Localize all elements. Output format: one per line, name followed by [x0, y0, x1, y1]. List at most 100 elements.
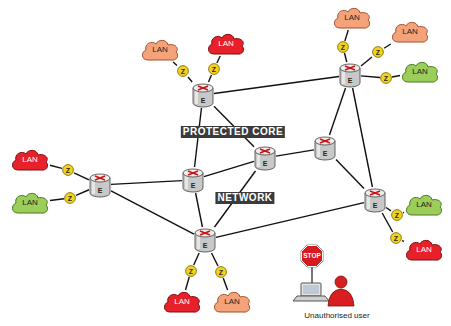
network-link — [214, 76, 339, 93]
network-link — [329, 88, 345, 135]
network-link — [50, 199, 64, 201]
encryptor-letter: Z — [219, 269, 223, 276]
lan-cloud: LAN — [390, 20, 430, 44]
encryptor-node: Z — [372, 46, 384, 58]
encryptor-node: Z — [64, 192, 76, 204]
lan-cloud: LAN — [332, 6, 372, 30]
encryptor-letter: Z — [341, 44, 345, 51]
network-link — [384, 44, 391, 48]
lan-label: LAN — [402, 28, 418, 36]
router-letter: E — [201, 97, 206, 104]
lan-label: LAN — [218, 40, 234, 48]
encryptor-letter: Z — [189, 268, 193, 275]
encryptor-letter: Z — [376, 49, 380, 56]
lan-cloud: LAN — [404, 238, 444, 262]
lan-cloud: LAN — [212, 290, 252, 314]
encryptor-letter: Z — [212, 66, 216, 73]
network-link — [74, 173, 89, 180]
lan-label: LAN — [22, 156, 38, 164]
router-node-outline — [182, 167, 204, 193]
lan-label: LAN — [224, 298, 240, 306]
encryptor-node: Z — [390, 232, 402, 244]
router-node-outline — [339, 62, 361, 88]
network-link — [185, 277, 189, 290]
network-link — [217, 56, 220, 63]
network-link — [345, 30, 348, 41]
network-link — [276, 150, 314, 156]
network-link — [111, 191, 194, 234]
network-title: NETWORK — [215, 192, 274, 204]
encryptor-letter: Z — [66, 167, 70, 174]
lan-cloud: LAN — [10, 148, 50, 172]
network-link — [204, 161, 254, 176]
router-node: E — [89, 172, 111, 198]
router-letter: E — [98, 187, 103, 194]
encryptor-node: Z — [177, 65, 189, 77]
router-node: E — [364, 187, 386, 213]
lan-label: LAN — [344, 14, 360, 22]
lan-label: LAN — [416, 246, 432, 254]
encryptor-node: Z — [185, 265, 197, 277]
network-link — [382, 213, 393, 232]
network-link — [353, 88, 373, 187]
network-link — [223, 278, 227, 290]
router-node-outline — [314, 135, 336, 161]
router-node: E — [194, 227, 216, 253]
network-link — [402, 240, 404, 242]
encryptor-node: Z — [62, 164, 74, 176]
network-link — [212, 253, 219, 266]
router-node: E — [254, 145, 276, 171]
network-link — [386, 208, 391, 211]
network-link — [196, 193, 203, 227]
router-node-outline — [364, 187, 386, 213]
router-node-outline — [89, 172, 111, 198]
encryptor-node: Z — [337, 41, 349, 53]
router-letter: E — [191, 182, 196, 189]
core-network-cloud-outline — [30, 25, 430, 295]
user-figure — [328, 276, 354, 306]
lan-label: LAN — [174, 298, 190, 306]
network-link — [194, 253, 199, 265]
network-link — [50, 165, 62, 168]
encryptor-letter: Z — [68, 195, 72, 202]
lan-cloud: LAN — [404, 193, 444, 217]
network-link — [361, 57, 372, 66]
encryptor-node: Z — [391, 209, 403, 221]
encryptor-node: Z — [380, 72, 392, 84]
encryptor-letter: Z — [181, 68, 185, 75]
router-letter: E — [323, 150, 328, 157]
network-title: PROTECTED CORE — [181, 126, 285, 138]
lan-cloud: LAN — [206, 32, 246, 56]
network-link — [111, 181, 182, 185]
lan-cloud: LAN — [400, 60, 440, 84]
router-node: E — [192, 82, 214, 108]
router-node: E — [339, 62, 361, 88]
router-letter: E — [263, 160, 268, 167]
encryptor-letter: Z — [394, 235, 398, 242]
network-link — [345, 53, 347, 62]
network-link — [209, 75, 212, 82]
lan-cloud: LAN — [162, 290, 202, 314]
encryptor-letter: Z — [384, 75, 388, 82]
lan-cloud: LAN — [10, 191, 50, 215]
router-letter: E — [203, 242, 208, 249]
network-link — [76, 190, 89, 196]
router-node-outline — [194, 227, 216, 253]
core-network-cloud: PROTECTED CORE NETWORK E E E E E E E E — [30, 25, 430, 295]
network-link — [392, 76, 400, 77]
network-link — [336, 159, 364, 188]
lan-cloud: LAN — [140, 38, 180, 62]
network-link — [173, 62, 177, 66]
router-letter: E — [373, 202, 378, 209]
encryptor-node: Z — [215, 266, 227, 278]
network-link — [188, 77, 192, 82]
network-link — [216, 203, 364, 238]
network-link — [403, 212, 404, 214]
router-node: E — [182, 167, 204, 193]
lan-label: LAN — [416, 201, 432, 209]
lan-label: LAN — [152, 46, 168, 54]
lan-label: LAN — [22, 199, 38, 207]
user-caption: Unauthorised user — [304, 312, 369, 320]
encryptor-letter: Z — [395, 212, 399, 219]
